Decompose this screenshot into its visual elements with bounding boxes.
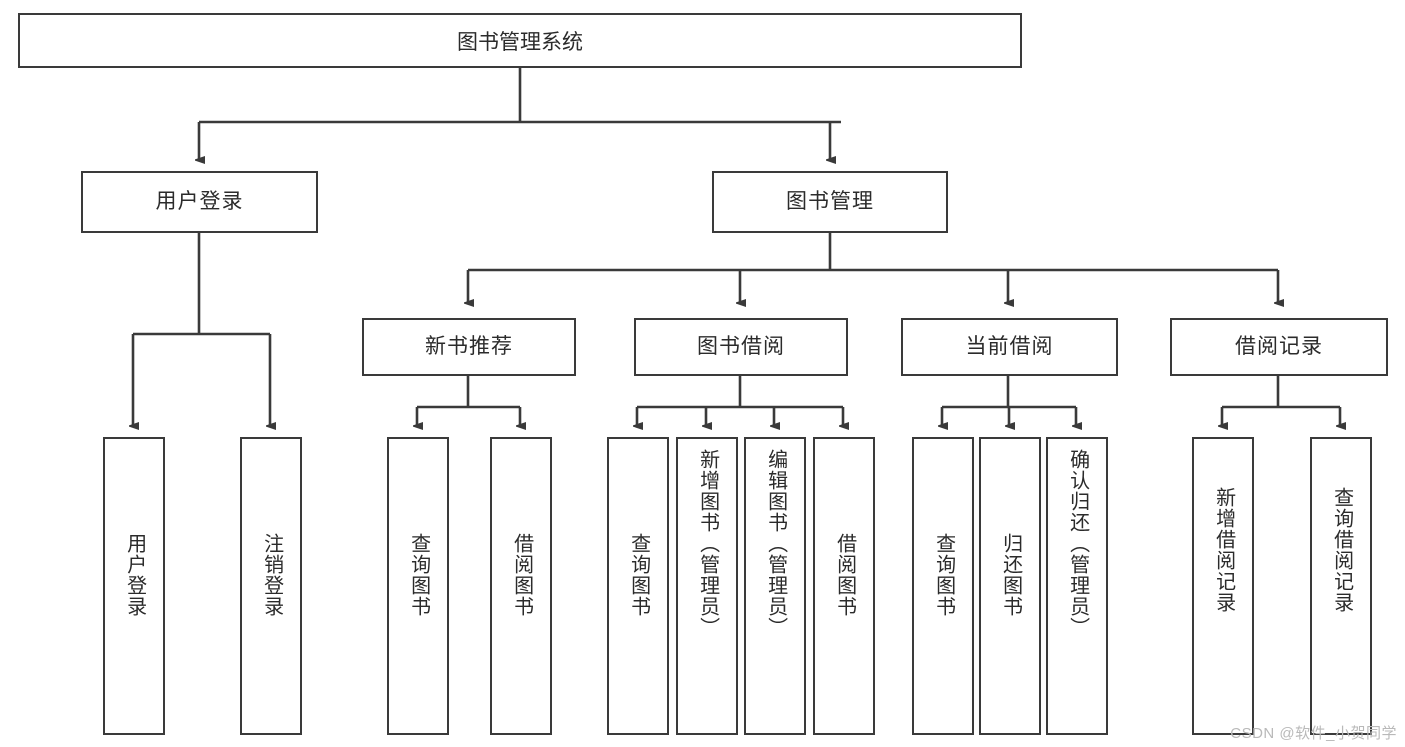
node-leaf-confirm-return-admin[interactable]: 确认归还（管理员）: [1046, 437, 1108, 735]
node-leaf-user-login[interactable]: 用户登录: [103, 437, 165, 735]
node-new-book-recommend-label: 新书推荐: [425, 335, 513, 359]
node-current-borrow[interactable]: 当前借阅: [901, 318, 1118, 376]
node-leaf-borrow-book[interactable]: 借阅图书: [813, 437, 875, 735]
node-leaf-query-book-recommend-label: 查询图书: [407, 533, 430, 617]
csdn-watermark: CSDN @软件_小贺同学: [1230, 725, 1397, 742]
node-book-management[interactable]: 图书管理: [712, 171, 948, 233]
node-leaf-logout-label: 注销登录: [260, 533, 283, 617]
node-leaf-query-book-current-label: 查询图书: [932, 533, 955, 617]
node-leaf-query-book-borrow[interactable]: 查询图书: [607, 437, 669, 735]
node-user-login[interactable]: 用户登录: [81, 171, 318, 233]
node-root-label: 图书管理系统: [457, 30, 583, 54]
node-leaf-add-borrow-record-label: 新增借阅记录: [1212, 487, 1235, 613]
node-leaf-query-borrow-record[interactable]: 查询借阅记录: [1310, 437, 1372, 735]
node-leaf-query-book-current[interactable]: 查询图书: [912, 437, 974, 735]
node-leaf-borrow-book-recommend[interactable]: 借阅图书: [490, 437, 552, 735]
node-new-book-recommend[interactable]: 新书推荐: [362, 318, 576, 376]
node-borrow-record-label: 借阅记录: [1235, 335, 1323, 359]
node-leaf-user-login-label: 用户登录: [123, 533, 146, 617]
node-leaf-return-book[interactable]: 归还图书: [979, 437, 1041, 735]
node-leaf-add-borrow-record[interactable]: 新增借阅记录: [1192, 437, 1254, 735]
node-leaf-return-book-label: 归还图书: [999, 533, 1022, 617]
node-leaf-query-borrow-record-label: 查询借阅记录: [1330, 487, 1353, 613]
node-leaf-edit-book-admin-label: 编辑图书（管理员）: [764, 449, 787, 638]
node-book-borrow[interactable]: 图书借阅: [634, 318, 848, 376]
node-leaf-add-book-admin[interactable]: 新增图书（管理员）: [676, 437, 738, 735]
node-book-management-label: 图书管理: [786, 190, 874, 214]
node-root-system[interactable]: 图书管理系统: [18, 13, 1022, 68]
node-leaf-add-book-admin-label: 新增图书（管理员）: [696, 449, 719, 638]
node-leaf-logout[interactable]: 注销登录: [240, 437, 302, 735]
node-current-borrow-label: 当前借阅: [965, 335, 1054, 359]
node-user-login-label: 用户登录: [155, 190, 244, 214]
node-borrow-record[interactable]: 借阅记录: [1170, 318, 1388, 376]
node-leaf-borrow-book-label: 借阅图书: [833, 533, 856, 617]
node-leaf-query-book-recommend[interactable]: 查询图书: [387, 437, 449, 735]
node-leaf-query-book-borrow-label: 查询图书: [627, 533, 650, 617]
node-leaf-borrow-book-recommend-label: 借阅图书: [510, 533, 533, 617]
node-book-borrow-label: 图书借阅: [697, 335, 785, 359]
node-leaf-edit-book-admin[interactable]: 编辑图书（管理员）: [744, 437, 806, 735]
node-leaf-confirm-return-admin-label: 确认归还（管理员）: [1066, 449, 1089, 638]
